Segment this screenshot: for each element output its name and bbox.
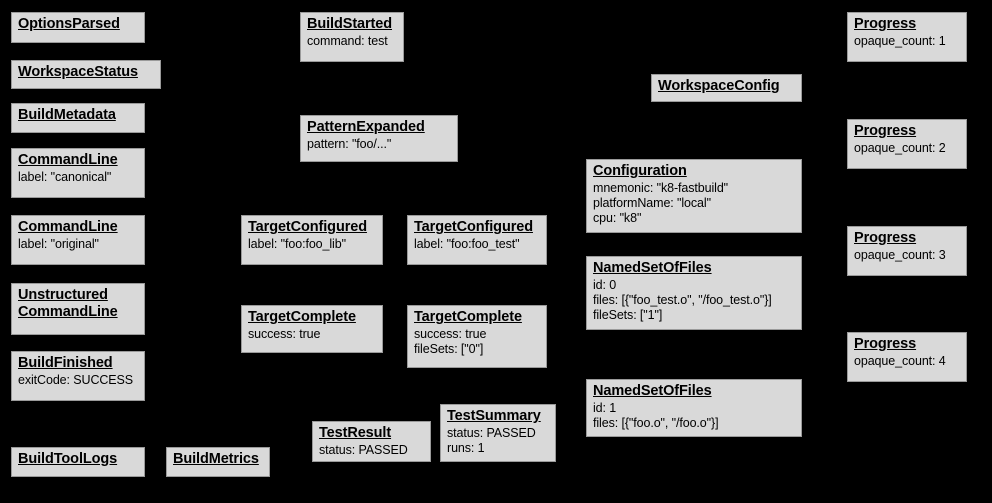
node-target-configured-test[interactable]: TargetConfigured label: "foo:foo_test"	[407, 215, 547, 265]
node-title: TestResult	[319, 425, 392, 441]
node-fields: opaque_count: 2	[854, 141, 946, 155]
node-title: BuildMetrics	[173, 451, 259, 467]
node-test-result[interactable]: TestResult status: PASSED	[312, 421, 431, 462]
node-title: NamedSetOfFiles	[593, 260, 712, 276]
node-fields: id: 0 files: [{"foo_test.o", "/foo_test.…	[593, 278, 772, 322]
node-build-metadata[interactable]: BuildMetadata	[11, 103, 145, 133]
node-test-summary[interactable]: TestSummary status: PASSED runs: 1	[440, 404, 556, 462]
node-configuration[interactable]: Configuration mnemonic: "k8-fastbuild" pl…	[586, 159, 802, 233]
node-fields: label: "foo:foo_lib"	[248, 237, 346, 251]
node-title: WorkspaceConfig	[658, 78, 780, 94]
node-title: Progress	[854, 230, 917, 246]
node-build-finished[interactable]: BuildFinished exitCode: SUCCESS	[11, 351, 145, 401]
node-title: BuildMetadata	[18, 107, 116, 123]
node-workspace-config[interactable]: WorkspaceConfig	[651, 74, 802, 102]
node-fields: label: "canonical"	[18, 170, 112, 184]
node-named-set-of-files-1[interactable]: NamedSetOfFiles id: 1 files: [{"foo.o", "…	[586, 379, 802, 437]
node-workspace-status[interactable]: WorkspaceStatus	[11, 60, 161, 89]
node-target-complete-lib[interactable]: TargetComplete success: true	[241, 305, 383, 353]
node-title: WorkspaceStatus	[18, 64, 138, 80]
node-fields: success: true	[248, 327, 321, 341]
node-unstructured-command-line[interactable]: Unstructured CommandLine	[11, 283, 145, 335]
node-progress-4[interactable]: Progress opaque_count: 4	[847, 332, 967, 382]
node-title: TargetConfigured	[248, 219, 367, 235]
node-title: Progress	[854, 123, 917, 139]
node-title: TargetComplete	[414, 309, 522, 325]
node-title: Unstructured CommandLine	[18, 287, 118, 320]
node-fields: status: PASSED	[319, 443, 408, 457]
node-fields: pattern: "foo/..."	[307, 137, 392, 151]
node-title: PatternExpanded	[307, 119, 425, 135]
node-title: NamedSetOfFiles	[593, 383, 712, 399]
node-title: TargetConfigured	[414, 219, 533, 235]
node-named-set-of-files-0[interactable]: NamedSetOfFiles id: 0 files: [{"foo_test.…	[586, 256, 802, 330]
node-fields: label: "foo:foo_test"	[414, 237, 520, 251]
node-fields: success: true fileSets: ["0"]	[414, 327, 487, 356]
node-build-metrics[interactable]: BuildMetrics	[166, 447, 270, 477]
node-progress-3[interactable]: Progress opaque_count: 3	[847, 226, 967, 276]
node-fields: opaque_count: 3	[854, 248, 946, 262]
node-title: Progress	[854, 16, 917, 32]
node-progress-1[interactable]: Progress opaque_count: 1	[847, 12, 967, 62]
node-fields: status: PASSED runs: 1	[447, 426, 536, 455]
node-pattern-expanded[interactable]: PatternExpanded pattern: "foo/..."	[300, 115, 458, 162]
node-title: TestSummary	[447, 408, 541, 424]
node-fields: opaque_count: 1	[854, 34, 946, 48]
node-target-configured-lib[interactable]: TargetConfigured label: "foo:foo_lib"	[241, 215, 383, 265]
node-fields: id: 1 files: [{"foo.o", "/foo.o"}]	[593, 401, 719, 430]
node-build-tool-logs[interactable]: BuildToolLogs	[11, 447, 145, 477]
node-command-line-canonical[interactable]: CommandLine label: "canonical"	[11, 148, 145, 198]
node-progress-2[interactable]: Progress opaque_count: 2	[847, 119, 967, 169]
node-command-line-original[interactable]: CommandLine label: "original"	[11, 215, 145, 265]
node-build-started[interactable]: BuildStarted command: test	[300, 12, 404, 62]
node-title: BuildToolLogs	[18, 451, 118, 467]
node-title: CommandLine	[18, 152, 118, 168]
node-fields: exitCode: SUCCESS	[18, 373, 134, 387]
node-title: CommandLine	[18, 219, 118, 235]
node-fields: label: "original"	[18, 237, 99, 251]
node-title: OptionsParsed	[18, 16, 120, 32]
node-fields: mnemonic: "k8-fastbuild" platformName: "…	[593, 181, 729, 225]
node-title: TargetComplete	[248, 309, 356, 325]
node-fields: opaque_count: 4	[854, 354, 946, 368]
node-title: Progress	[854, 336, 917, 352]
node-options-parsed[interactable]: OptionsParsed	[11, 12, 145, 43]
node-fields: command: test	[307, 34, 388, 48]
node-target-complete-test[interactable]: TargetComplete success: true fileSets: ["…	[407, 305, 547, 368]
node-title: BuildStarted	[307, 16, 393, 32]
node-title: Configuration	[593, 163, 687, 179]
node-title: BuildFinished	[18, 355, 113, 371]
